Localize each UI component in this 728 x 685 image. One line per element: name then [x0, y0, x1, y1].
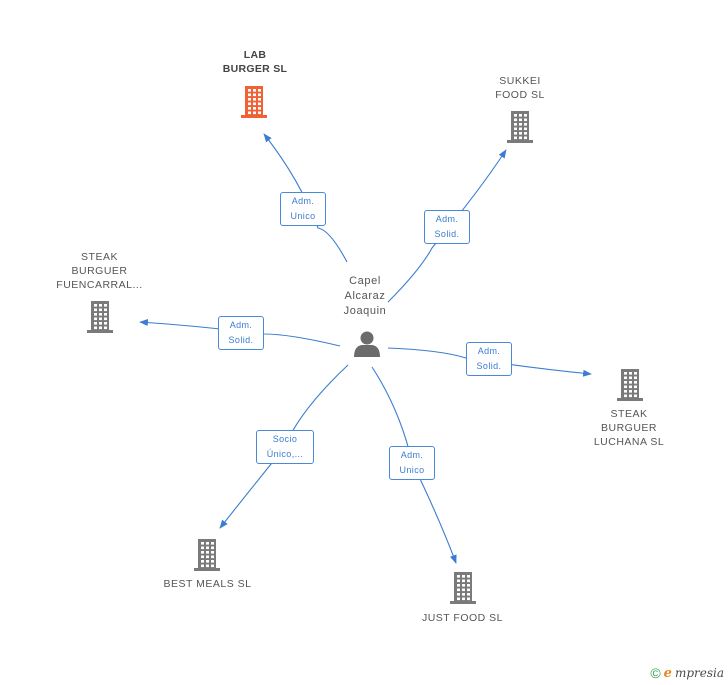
company-name-fuencarral[interactable]: STEAK BURGUER FUENCARRAL...: [56, 251, 143, 291]
copyright-icon: ©: [650, 665, 661, 681]
company-name-sukkei[interactable]: SUKKEI FOOD SL: [495, 75, 545, 101]
person-icon[interactable]: [354, 331, 380, 358]
brand-name: mpresia: [674, 666, 724, 680]
company-name-luchana[interactable]: STEAK BURGUER LUCHANA SL: [593, 408, 665, 448]
relation-label-sukkei[interactable]: Adm. Solid.: [424, 210, 470, 244]
brand-logo-e: e: [663, 665, 672, 681]
building-icon-fuencarral[interactable]: [87, 301, 113, 333]
building-icon-lab[interactable]: [241, 86, 267, 118]
relation-label-bestmeals[interactable]: Socio Único,...: [256, 430, 314, 464]
relation-label-justfood[interactable]: Adm. Unico: [389, 446, 435, 480]
company-name-lab[interactable]: LAB BURGER SL: [222, 49, 288, 75]
building-icon-justfood[interactable]: [450, 572, 476, 604]
company-name-justfood[interactable]: JUST FOOD SL: [421, 612, 504, 624]
company-name-bestmeals[interactable]: BEST MEALS SL: [163, 578, 252, 590]
building-icon-luchana[interactable]: [617, 369, 643, 401]
person-name[interactable]: Capel Alcaraz Joaquin: [343, 275, 387, 317]
relation-label-lab[interactable]: Adm. Unico: [280, 192, 326, 226]
building-icon-bestmeals[interactable]: [194, 539, 220, 571]
relation-label-luchana[interactable]: Adm. Solid.: [466, 342, 512, 376]
building-icon-sukkei[interactable]: [507, 111, 533, 143]
relation-label-fuencarral[interactable]: Adm. Solid.: [218, 316, 264, 350]
